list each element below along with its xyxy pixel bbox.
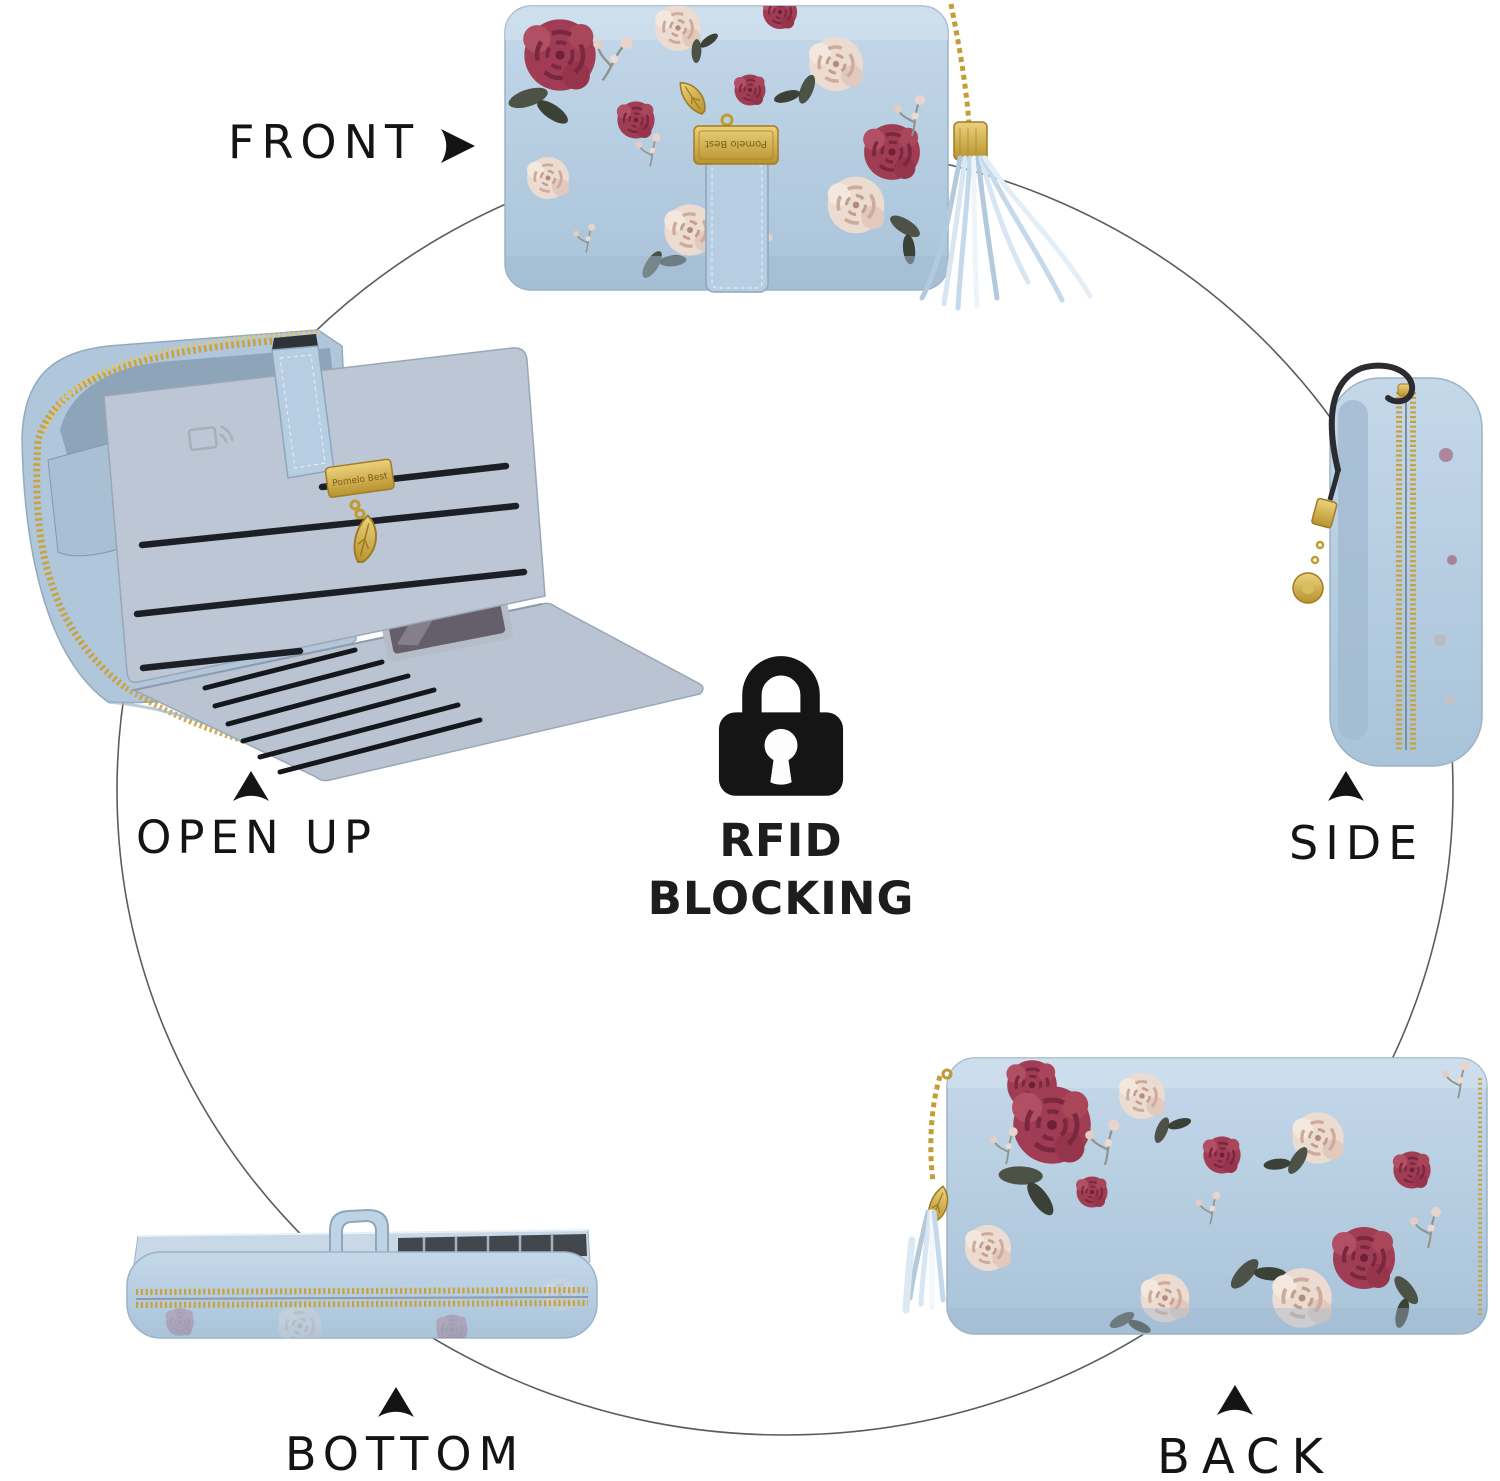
bottom-card-slot-notches	[422, 1235, 554, 1257]
side-floral-hints	[1434, 448, 1457, 705]
side-zipper-cord	[1328, 362, 1416, 473]
front-view-label: FRONT	[228, 115, 421, 169]
tassel-chain	[948, 3, 972, 125]
open-wallet-photo: Pomelo Best	[21, 329, 704, 782]
lock-icon	[718, 656, 844, 796]
bottom-wallet-photo	[126, 1208, 598, 1339]
back-tassel-strands	[902, 1209, 946, 1314]
front-wallet-photo: Pomelo Best	[504, 3, 1093, 311]
up-arrow-icon	[1217, 1385, 1253, 1415]
bottom-wallet-body	[126, 1251, 598, 1339]
front-strap	[705, 157, 769, 293]
bottom-top-highlight	[137, 1229, 589, 1237]
interior-strap-stitching	[279, 354, 326, 469]
up-arrow-icon	[378, 1387, 414, 1417]
back-view-label: BACK	[1157, 1429, 1335, 1481]
front-tassel	[919, 3, 1093, 311]
lower-card-slits	[202, 647, 483, 775]
side-gold-charm	[1311, 497, 1338, 529]
back-wallet-photo	[902, 1057, 1488, 1335]
side-view-label: SIDE	[1289, 816, 1425, 870]
back-tassel	[902, 1068, 954, 1314]
side-cord-tail	[1327, 469, 1341, 501]
rfid-line1: RFID	[719, 814, 843, 867]
tassel-cap	[953, 121, 988, 161]
back-floral-print	[947, 1058, 1487, 1334]
front-brand-plate: Pomelo Best	[693, 125, 779, 165]
front-strap-stitching	[711, 163, 763, 289]
rfid-blocking-badge: RFID BLOCKING	[601, 652, 961, 927]
back-tassel-chain	[928, 1075, 943, 1183]
strap-gap-shadow	[272, 334, 318, 350]
right-arrow-icon	[441, 129, 475, 163]
bottom-zipper-seam	[135, 1296, 589, 1300]
open-zipper-teeth	[33, 334, 317, 691]
open-zipper-bottom	[124, 685, 297, 757]
up-arrow-icon	[233, 771, 269, 801]
rfid-emboss-icon	[187, 425, 234, 452]
front-brand-text: Pomelo Best	[705, 138, 767, 149]
front-charm-ring	[720, 113, 734, 127]
rfid-blocking-text: RFID BLOCKING	[648, 812, 915, 927]
rfid-line2: BLOCKING	[647, 871, 915, 925]
bottom-view-label: BOTTOM	[285, 1427, 526, 1481]
tassel-strands	[919, 155, 1093, 311]
side-wallet-photo	[1292, 362, 1483, 767]
side-fold-shading	[1338, 400, 1368, 740]
up-arrow-icon	[1328, 771, 1364, 801]
interior-brand-plate: Pomelo Best	[324, 458, 395, 498]
bottom-zipper-teeth-top	[135, 1287, 589, 1295]
open-up-view-label: OPEN UP	[136, 811, 378, 864]
bottom-zipper-teeth-bottom	[135, 1300, 589, 1308]
